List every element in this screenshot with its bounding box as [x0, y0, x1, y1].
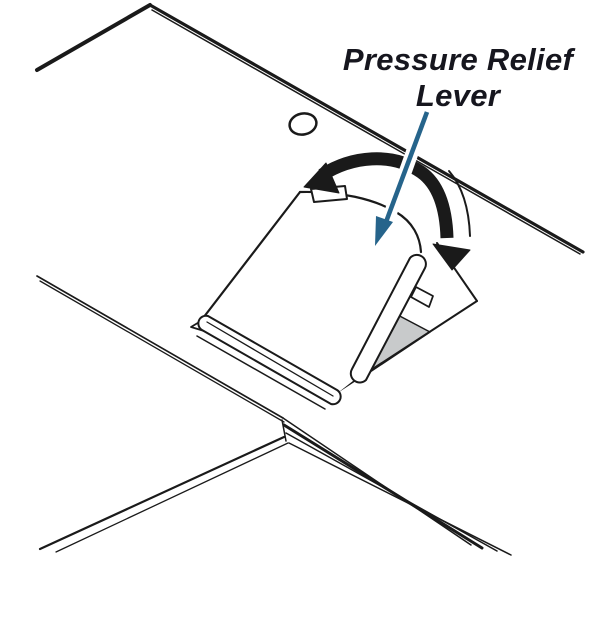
label-pointer-arrow	[375, 111, 433, 246]
rotation-arrow-head-right	[432, 243, 471, 271]
top-panel-outline	[35, 3, 585, 423]
label-line-2: Lever	[415, 78, 501, 113]
top-panel-front-edge-outer	[36, 275, 284, 419]
pressure-relief-lever-label: Pressure Relief Lever	[332, 42, 584, 114]
label-line-1: Pressure Relief	[342, 42, 574, 77]
top-panel-right-edge-outer	[148, 3, 585, 254]
rotation-arrow-head-left	[303, 162, 340, 194]
recess-front-edge	[196, 335, 326, 410]
top-panel-right-edge-inner	[151, 9, 581, 255]
lever-pivot-bar-highlight	[206, 321, 334, 397]
top-panel-front-edge-inner	[39, 280, 285, 423]
pointer-arrow-head	[375, 216, 393, 246]
panel-hole	[288, 112, 318, 136]
seam-left-cap	[281, 419, 287, 442]
lever-left-edge	[198, 190, 302, 324]
seam-line-3	[285, 432, 498, 552]
top-panel-left-edge	[35, 3, 152, 72]
panel-seam	[281, 417, 512, 556]
rotation-arrow-accent-line	[448, 170, 471, 237]
pointer-arrow-shaft	[383, 111, 430, 223]
rotation-arrow-body	[318, 152, 454, 239]
seam-line-4	[288, 442, 512, 556]
lever-right-edge	[349, 253, 427, 384]
recess-bottom-right-edge	[324, 300, 478, 401]
bottom-panel-edge-inner	[55, 442, 289, 553]
lever-side-peg	[410, 286, 434, 308]
bottom-panel-edge-outer	[38, 435, 286, 551]
rotation-arrow	[303, 152, 471, 271]
bottom-panel-outline	[38, 435, 289, 553]
